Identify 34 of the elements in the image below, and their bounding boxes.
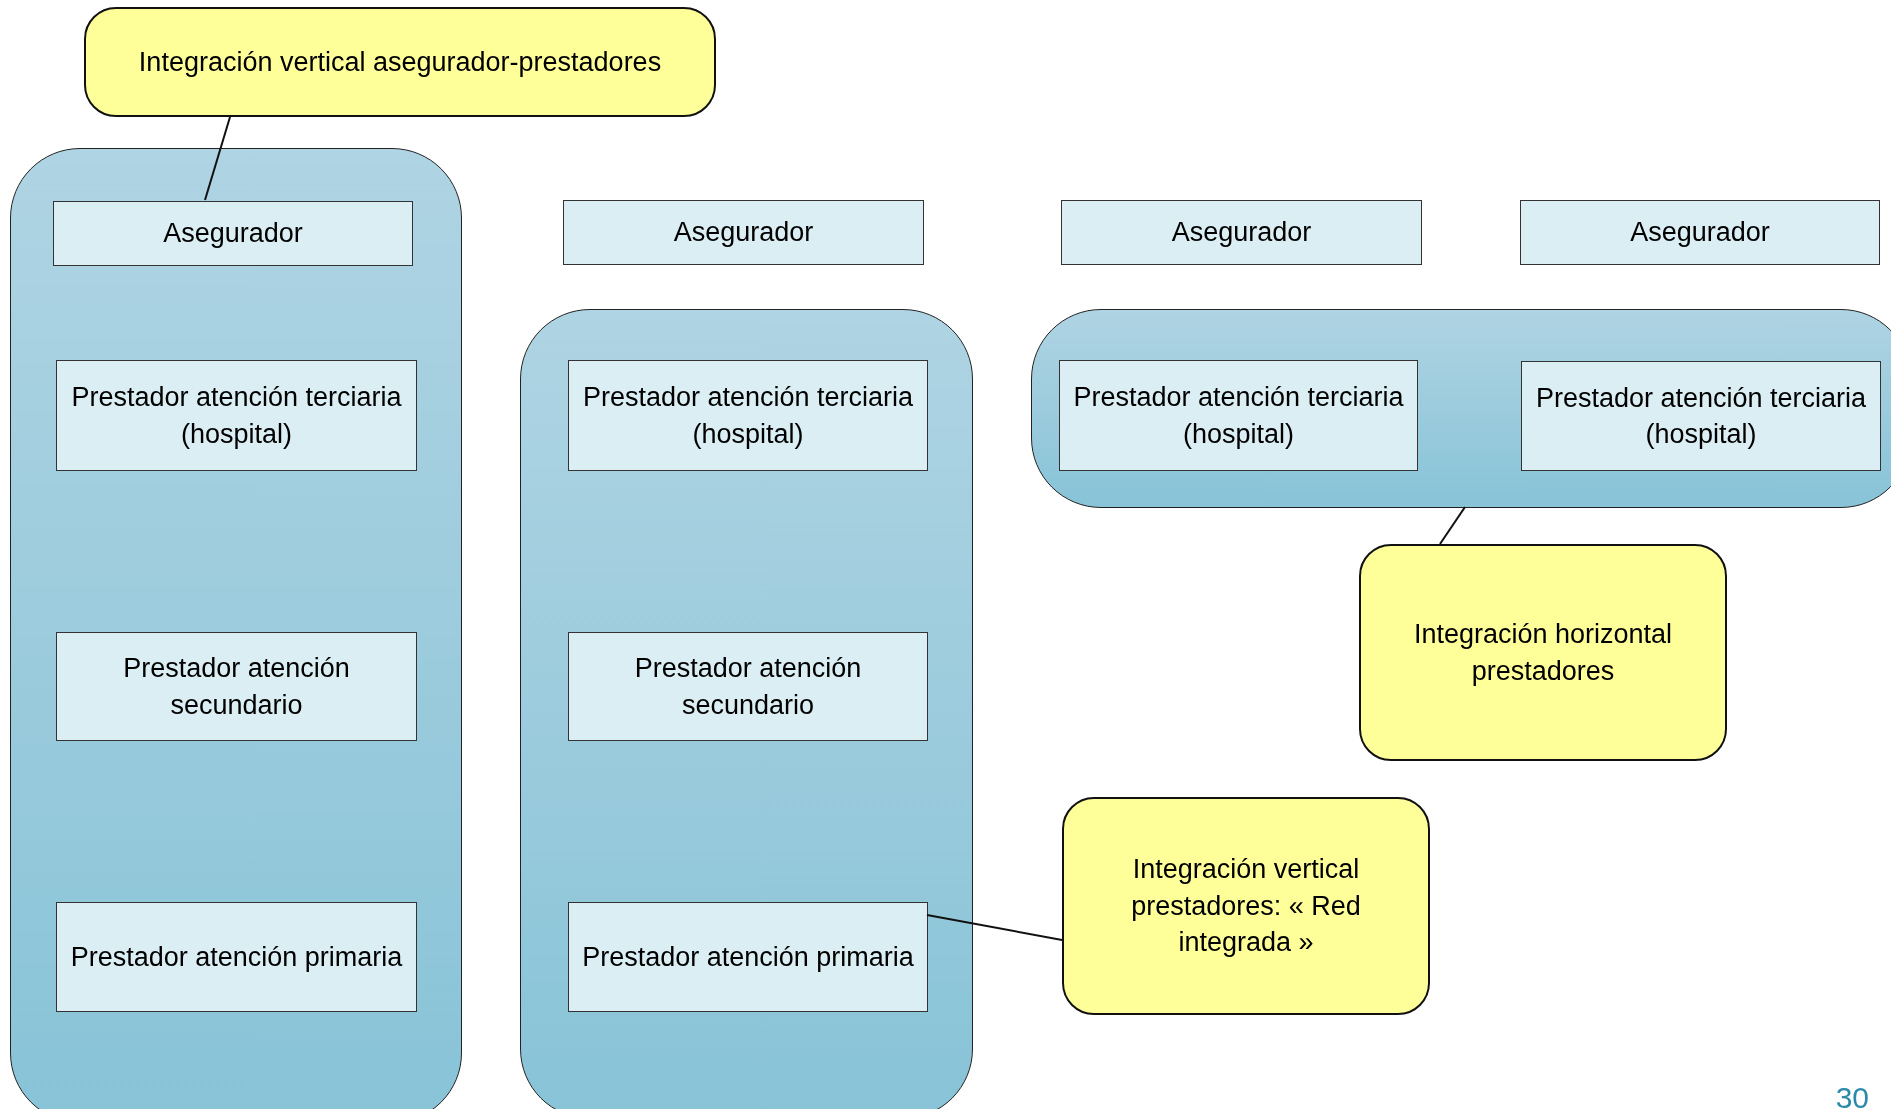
text-box: [568, 632, 928, 741]
text-box: [563, 200, 924, 265]
text-box: [1520, 200, 1880, 265]
text-box: [56, 360, 417, 471]
box-text: Prestador atención primaria: [70, 940, 403, 974]
box-text: Prestador atención terciaria (hospital): [1072, 381, 1405, 451]
callout-bubble: [1062, 797, 1430, 1015]
box-text: Prestador atención terciaria (hospital): [70, 381, 403, 451]
text-box: [56, 902, 417, 1012]
rounded-panel: [10, 148, 462, 1109]
box-text: Prestador atención primaria: [582, 940, 914, 974]
box-text: Asegurador: [673, 216, 814, 250]
text-box: [53, 201, 413, 266]
callout-text: Integración horizontal prestadores: [1412, 618, 1674, 688]
callout-text: Integración vertical prestadores: « Red integrada »: [1130, 853, 1362, 960]
callout-bubble: [84, 7, 716, 117]
box-text: Prestador atención secundario: [122, 652, 351, 722]
text-box: [1061, 200, 1422, 265]
callout-text: Integración vertical asegurador-prestadores: [138, 45, 662, 79]
box-text: Prestador atención secundario: [633, 652, 863, 722]
text-box: [56, 632, 417, 741]
box-text: Asegurador: [163, 217, 303, 251]
box-text: Asegurador: [1171, 216, 1312, 250]
box-text: Asegurador: [1630, 216, 1770, 250]
page-number: 30: [1835, 1081, 1869, 1109]
rounded-panel: [520, 309, 973, 1109]
rounded-panel: [1031, 309, 1891, 508]
callout-bubble: [1359, 544, 1727, 761]
text-box: [568, 902, 928, 1012]
box-text: Prestador atención terciaria (hospital): [1534, 381, 1868, 451]
box-text: Prestador atención terciaria (hospital): [581, 381, 915, 451]
text-box: [1521, 361, 1881, 471]
text-box: [1059, 360, 1418, 471]
text-box: [568, 360, 928, 471]
